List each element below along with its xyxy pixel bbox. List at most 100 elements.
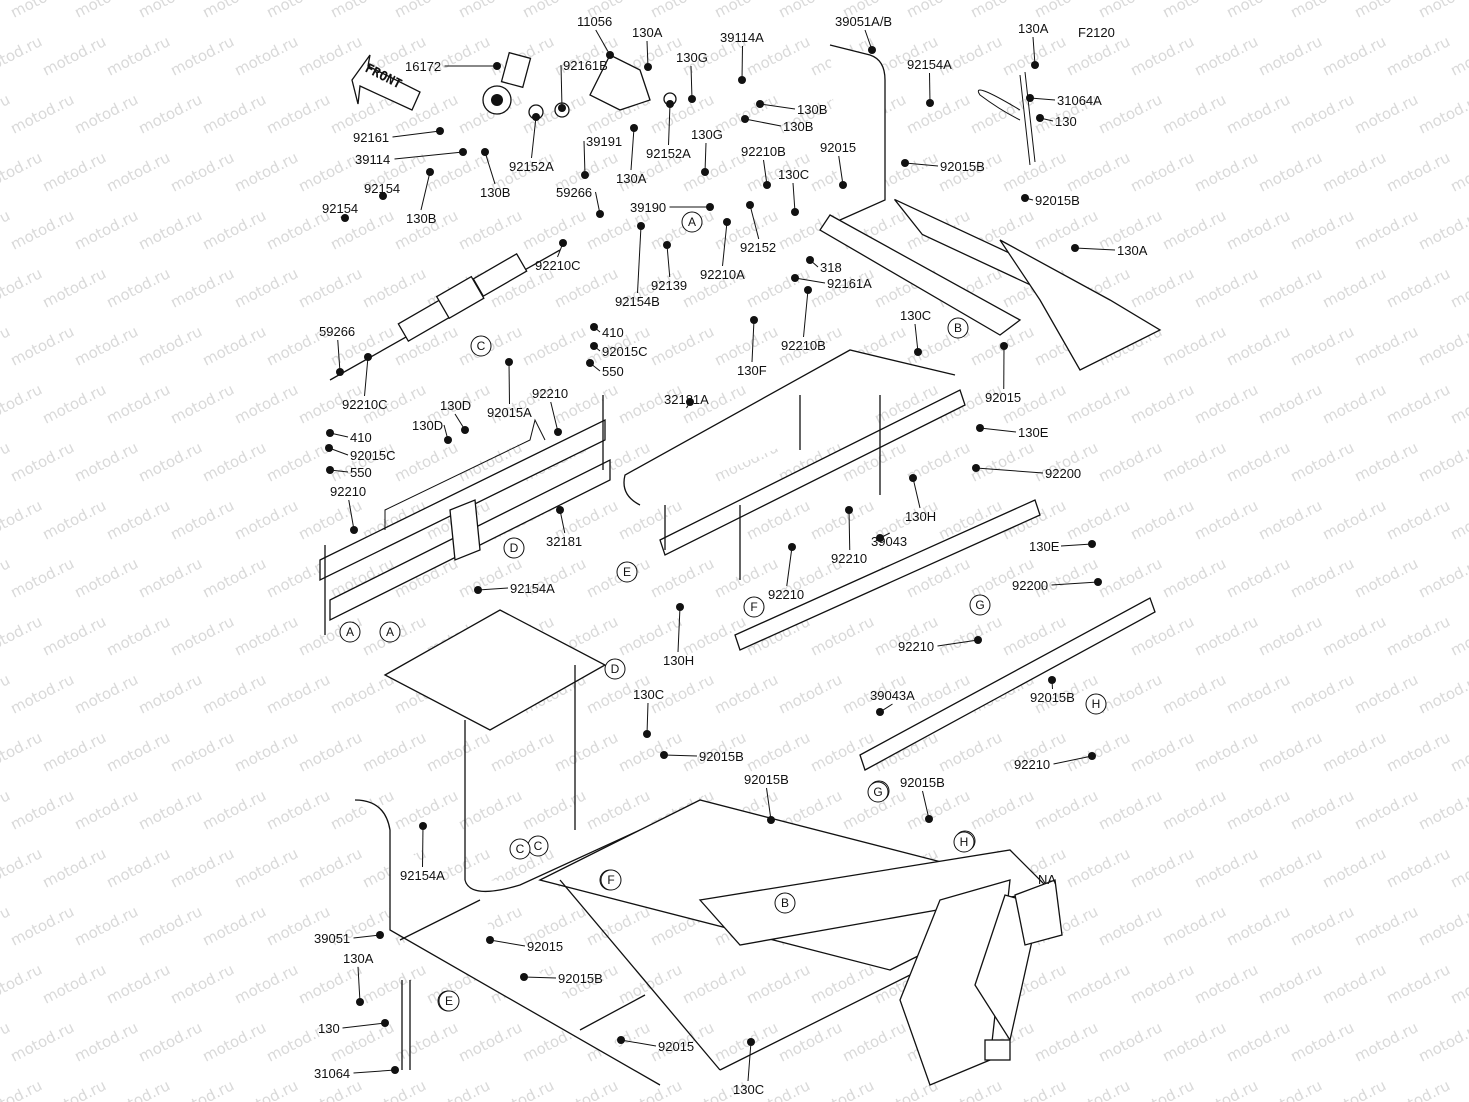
reference-marker-e: E <box>438 990 460 1012</box>
reference-marker-c: C <box>509 838 531 860</box>
front-frame-32181 <box>319 395 611 635</box>
leader-line <box>364 356 369 397</box>
leader-line <box>550 401 559 433</box>
part-label: 39190 <box>630 200 666 215</box>
fastener-icon <box>1071 244 1079 252</box>
part-label: 92152 <box>740 240 776 255</box>
part-label: 92015B <box>1035 193 1080 208</box>
fastener-icon <box>914 348 922 356</box>
fastener-icon <box>558 104 566 112</box>
reference-letter: H <box>960 835 969 849</box>
fastener-icon <box>1021 194 1029 202</box>
part-label: 130E <box>1018 425 1049 440</box>
fastener-icon <box>356 998 364 1006</box>
fastener-icon <box>804 286 812 294</box>
part-label: 92015 <box>985 390 1021 405</box>
part-label: 92200 <box>1045 466 1081 481</box>
reference-circle-icon <box>947 317 969 339</box>
fastener-icon <box>788 543 796 551</box>
leader-line <box>690 65 693 100</box>
fastener-icon <box>791 274 799 282</box>
reference-marker-h: H <box>1085 693 1107 715</box>
part-label: 130B <box>797 102 827 117</box>
fastener-icon <box>845 506 853 514</box>
leader-line <box>786 546 793 587</box>
leader-line <box>422 825 424 868</box>
fastener-icon <box>493 62 501 70</box>
leader-line <box>337 339 341 373</box>
fastener-icon <box>666 100 674 108</box>
fastener-icon <box>637 222 645 230</box>
fastener-icon <box>767 816 775 824</box>
part-label: 92210 <box>330 484 366 499</box>
fastener-icon <box>391 1066 399 1074</box>
fastener-icon <box>806 256 814 264</box>
leader-line <box>749 204 760 240</box>
reference-marker-g: G <box>867 781 889 803</box>
part-label: 16172 <box>405 59 441 74</box>
leader-line <box>394 151 464 160</box>
fastener-icon <box>1094 578 1102 586</box>
part-label: 92154 <box>322 201 358 216</box>
part-label: 130B <box>783 119 813 134</box>
part-label: 92210A <box>700 267 745 282</box>
part-label: 92154A <box>907 57 952 72</box>
leader-line <box>677 606 681 653</box>
fastener-icon <box>643 730 651 738</box>
part-label: 318 <box>820 260 842 275</box>
part-label: 39043 <box>871 534 907 549</box>
reference-marker-c: C <box>470 335 492 357</box>
frame-drawing: FRONT <box>319 44 1162 1086</box>
part-label: 39051A/B <box>835 14 892 29</box>
reference-markers: AAABBCCCDDEEEFFFGGGHHH <box>339 211 1107 1012</box>
leader-line <box>766 787 772 821</box>
reference-marker-e: E <box>616 561 638 583</box>
reference-letter: B <box>954 321 962 335</box>
reference-marker-a: A <box>339 621 361 643</box>
part-label: 410 <box>350 430 372 445</box>
leader-lines <box>328 29 1116 1082</box>
fastener-symbols <box>325 46 1102 1074</box>
leader-line <box>838 155 844 186</box>
figure-code: F2120 <box>1078 25 1115 40</box>
fastener-icon <box>750 316 758 324</box>
fastener-icon <box>505 358 513 366</box>
fastener-icon <box>972 464 980 472</box>
fastener-icon <box>474 586 482 594</box>
leader-line <box>914 323 919 353</box>
reference-letter: E <box>623 565 631 579</box>
reference-marker-a: A <box>681 211 703 233</box>
leader-line <box>937 639 979 647</box>
fastener-icon <box>756 100 764 108</box>
side-rail-39043a <box>859 597 1156 771</box>
part-label: 130G <box>691 127 723 142</box>
part-label: 130H <box>663 653 694 668</box>
part-label: 92210B <box>741 144 786 159</box>
part-label: 130A <box>616 171 647 186</box>
reference-marker-f: F <box>600 869 622 891</box>
fastener-icon <box>763 181 771 189</box>
bracket-31064a <box>978 71 1036 166</box>
reference-letter: H <box>1092 697 1101 711</box>
reference-marker-g: G <box>969 594 991 616</box>
leader-line <box>794 277 826 284</box>
leader-line <box>929 72 931 104</box>
fastener-icon <box>925 815 933 823</box>
fastener-icon <box>706 203 714 211</box>
bracket-11056 <box>589 54 651 111</box>
part-label: 130A <box>1117 243 1148 258</box>
leader-line <box>1060 543 1093 547</box>
fastener-icon <box>741 115 749 123</box>
reference-marker-h: H <box>953 831 975 853</box>
part-label: 550 <box>350 465 372 480</box>
part-label: 32181A <box>664 392 709 407</box>
side-rail-39043 <box>734 499 1041 651</box>
leader-line <box>646 702 649 735</box>
leader-line <box>741 45 743 81</box>
part-label: 130B <box>406 211 436 226</box>
fastener-icon <box>876 708 884 716</box>
fastener-icon <box>532 113 540 121</box>
fastener-icon <box>791 208 799 216</box>
part-label: 92015A <box>487 405 532 420</box>
part-label: 92139 <box>651 278 687 293</box>
